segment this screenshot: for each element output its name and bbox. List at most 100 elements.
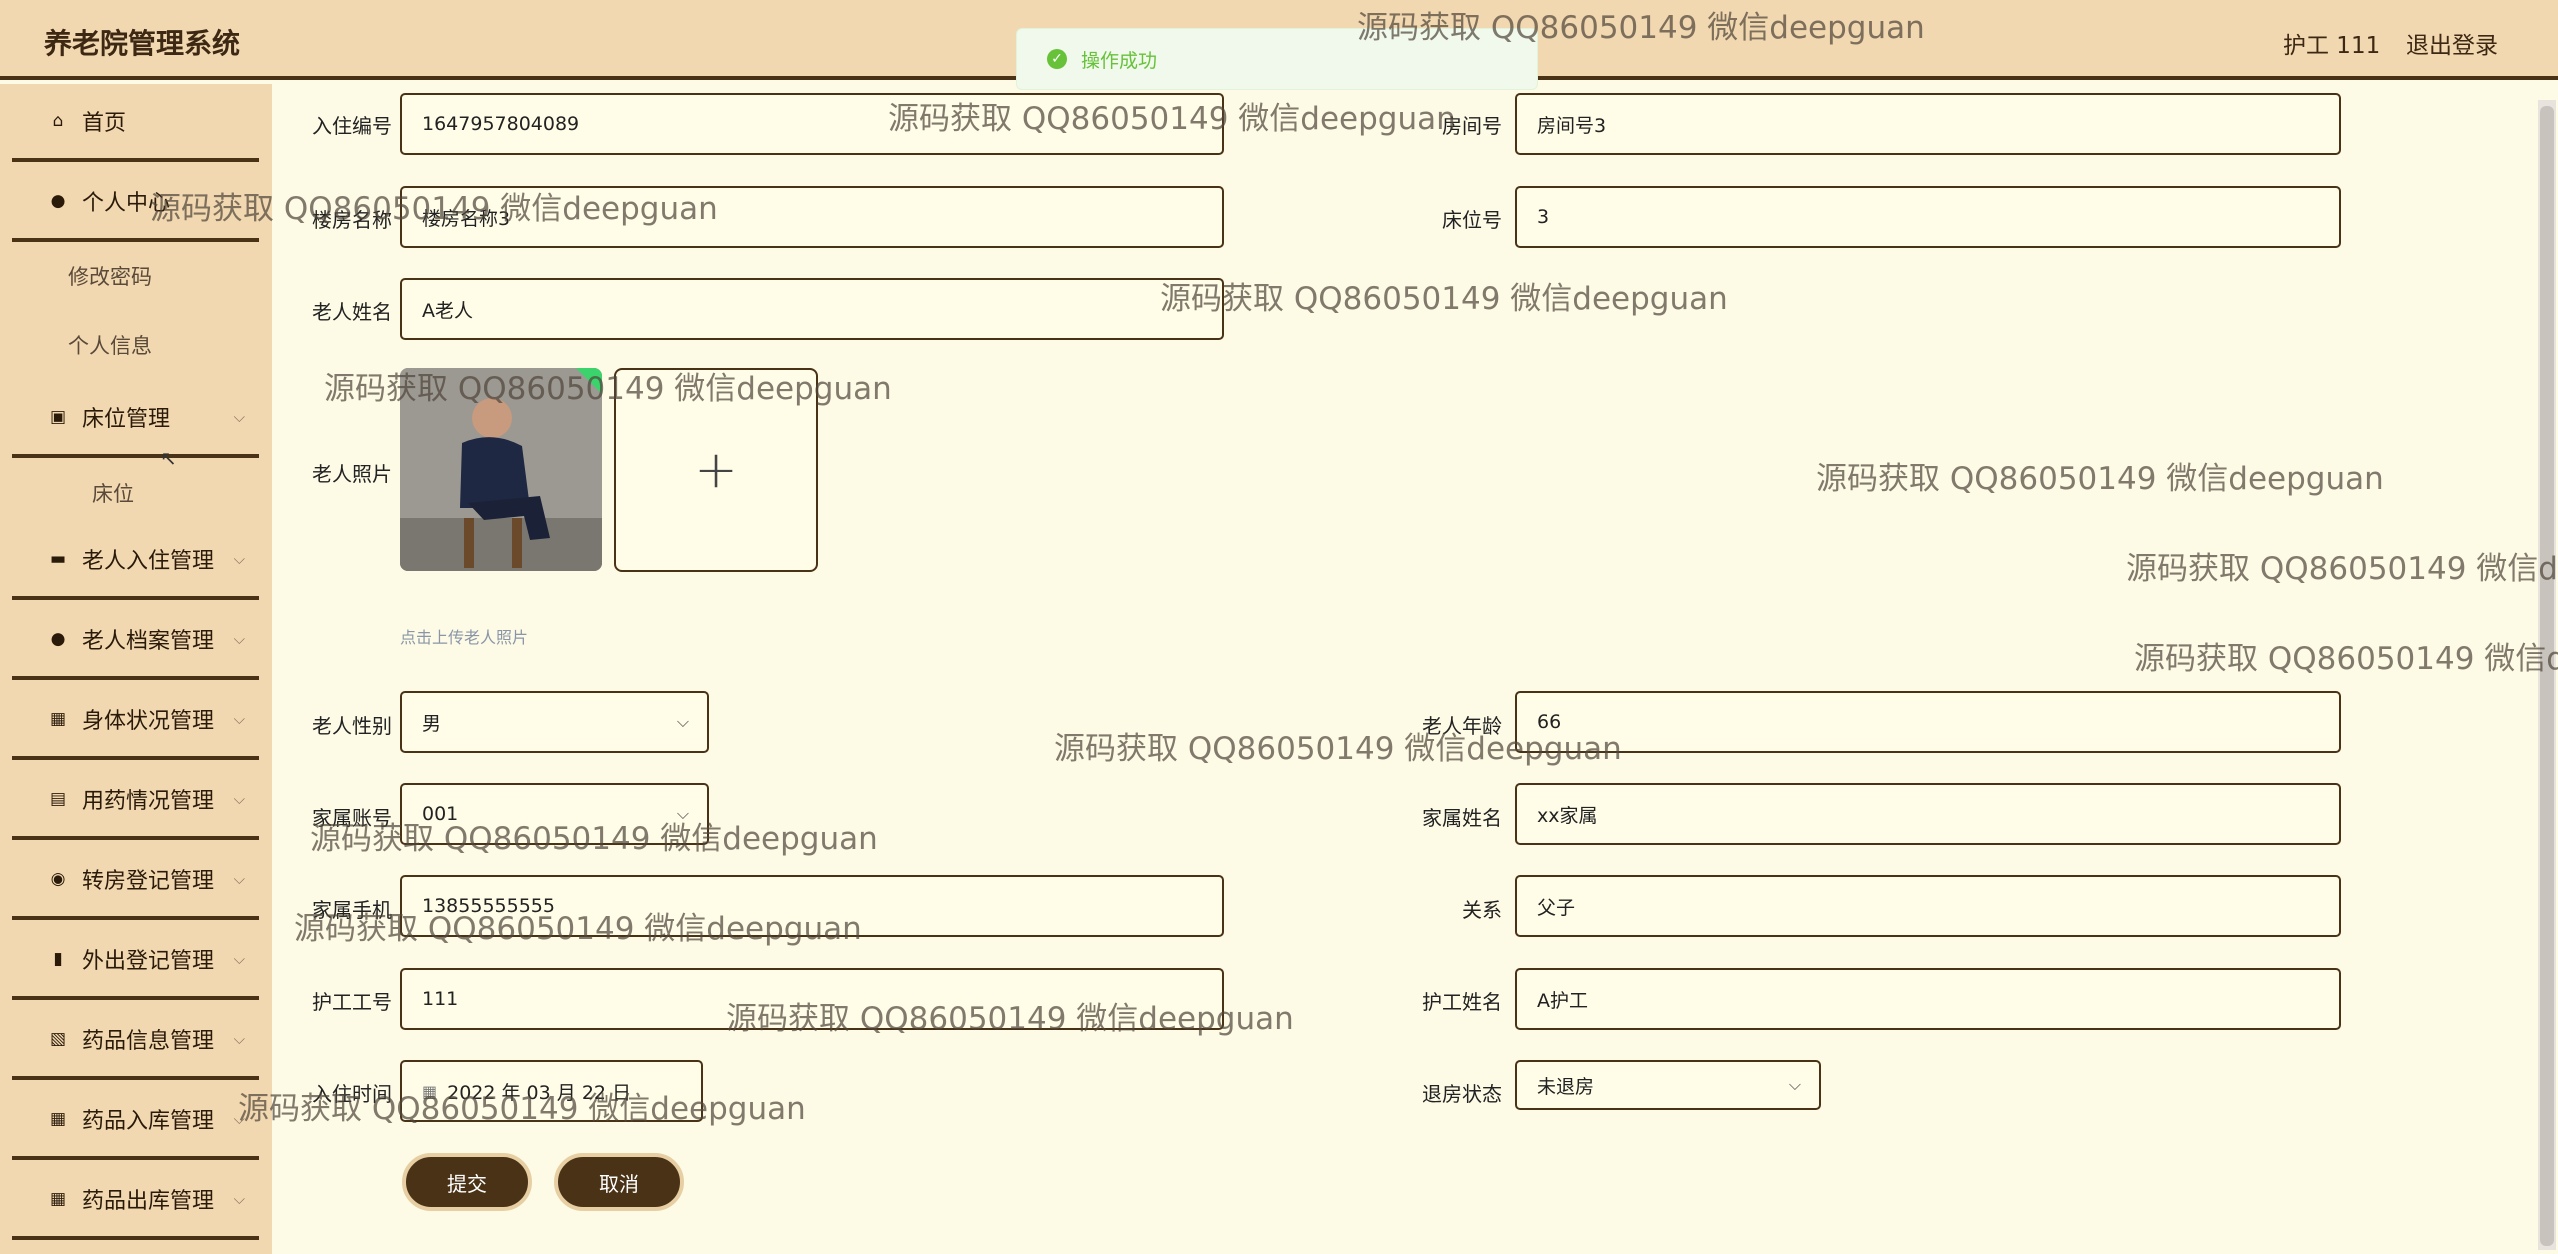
- chevron-down-icon: ⌵: [233, 630, 245, 648]
- chevron-down-icon: ⌵: [233, 408, 245, 426]
- age-field[interactable]: 66: [1515, 691, 2341, 753]
- sidebar-item-label: 身体状况管理: [82, 709, 215, 734]
- nurse-no-label: 护工工号: [312, 990, 392, 1014]
- checkin-time-picker[interactable]: ▦ 2022 年 03 月 22 日: [400, 1060, 703, 1122]
- bar-chart-icon: ▮: [53, 949, 63, 969]
- scrollbar-thumb[interactable]: [2540, 106, 2554, 1246]
- home-icon: ⌂: [52, 111, 64, 131]
- checkout-status-label: 退房状态: [1422, 1082, 1502, 1106]
- sidebar-item-health[interactable]: ▦ 身体状况管理 ⌵: [12, 682, 259, 760]
- bed-no-label: 床位号: [1442, 208, 1502, 232]
- nurse-no-field[interactable]: 111: [400, 968, 1224, 1030]
- chevron-down-icon: ⌵: [233, 790, 245, 808]
- check-circle-icon: ✓: [1047, 49, 1067, 69]
- checkout-status-select[interactable]: 未退房 ⌵: [1515, 1060, 1821, 1110]
- toast-message: 操作成功: [1081, 49, 1158, 72]
- elder-name-field[interactable]: A老人: [400, 278, 1224, 340]
- age-label: 老人年龄: [1422, 714, 1502, 738]
- checkout-status-value: 未退房: [1537, 1075, 1595, 1098]
- clipboard-icon: ▤: [49, 789, 67, 809]
- sidebar-item-label: 老人入住管理: [82, 549, 215, 574]
- checkin-no-field[interactable]: 1647957804089: [400, 93, 1224, 155]
- sidebar-item-outing[interactable]: ▮ 外出登记管理 ⌵: [12, 922, 259, 1000]
- grid-icon: ▦: [49, 1189, 67, 1209]
- building-field[interactable]: 楼房名称3: [400, 186, 1224, 248]
- sidebar-subitem-personal-info[interactable]: 个人信息: [68, 334, 152, 358]
- grid-icon: ▦: [49, 709, 67, 729]
- sidebar-item-drug-info[interactable]: ▧ 药品信息管理 ⌵: [12, 1002, 259, 1080]
- sidebar-item-label: 老人档案管理: [82, 629, 215, 654]
- elder-photo[interactable]: [400, 368, 602, 571]
- sidebar-item-label: 床位管理: [82, 407, 171, 432]
- gender-value: 男: [422, 712, 442, 735]
- chevron-down-icon: ⌵: [233, 950, 245, 968]
- chevron-down-icon: ⌵: [676, 804, 689, 823]
- sidebar-item-archive[interactable]: ● 老人档案管理 ⌵: [12, 602, 259, 680]
- sidebar-item-drug-out[interactable]: ▦ 药品出库管理 ⌵: [12, 1162, 259, 1240]
- logout-link[interactable]: 退出登录: [2406, 33, 2498, 59]
- sidebar-subitem-bed[interactable]: 床位: [92, 482, 134, 506]
- sidebar-item-label: 药品信息管理: [82, 1029, 215, 1054]
- chevron-down-icon: ⌵: [233, 1110, 245, 1128]
- room-no-field[interactable]: 房间号3: [1515, 93, 2341, 155]
- chevron-down-icon: ⌵: [1788, 1075, 1801, 1094]
- line-chart-icon: ▧: [49, 1029, 67, 1049]
- submit-button[interactable]: 提交: [402, 1153, 532, 1211]
- building-label: 楼房名称: [312, 208, 392, 232]
- chevron-down-icon: ⌵: [233, 870, 245, 888]
- sidebar-item-bed-management[interactable]: ▣ 床位管理 ⌵: [12, 380, 259, 458]
- success-toast: ✓ 操作成功: [1016, 28, 1538, 90]
- room-no-label: 房间号: [1442, 114, 1502, 138]
- sidebar-item-label: 首页: [82, 111, 127, 136]
- family-account-label: 家属账号: [312, 806, 392, 830]
- sidebar-item-medication[interactable]: ▤ 用药情况管理 ⌵: [12, 762, 259, 840]
- elder-photo-image: [400, 368, 602, 571]
- user-icon: ●: [50, 191, 66, 211]
- app-title: 养老院管理系统: [44, 27, 241, 60]
- photo-upload-button[interactable]: +: [614, 368, 818, 572]
- elder-photo-label: 老人照片: [312, 462, 392, 486]
- sidebar-subitem-change-password[interactable]: 修改密码: [68, 265, 152, 289]
- gender-label: 老人性别: [312, 714, 392, 738]
- family-name-label: 家属姓名: [1422, 806, 1502, 830]
- bed-no-field[interactable]: 3: [1515, 186, 2341, 248]
- briefcase-icon: ▣: [49, 407, 67, 427]
- relation-label: 关系: [1462, 898, 1502, 922]
- sidebar: ⌂ 首页 ● 个人中心 修改密码 个人信息 ▣ 床位管理 ⌵ 床位 ▬ 老人入住…: [0, 84, 272, 1254]
- nurse-name-label: 护工姓名: [1422, 990, 1502, 1014]
- family-name-field[interactable]: xx家属: [1515, 783, 2341, 845]
- nurse-name-field[interactable]: A护工: [1515, 968, 2341, 1030]
- mouse-cursor-icon: ↖: [160, 446, 177, 470]
- calendar-icon: ▦: [422, 1081, 438, 1101]
- sidebar-item-label: 外出登记管理: [82, 949, 215, 974]
- cancel-button[interactable]: 取消: [554, 1153, 684, 1211]
- sidebar-item-room-transfer[interactable]: ◉ 转房登记管理 ⌵: [12, 842, 259, 920]
- checkin-time-value: 2022 年 03 月 22 日: [447, 1081, 632, 1104]
- sidebar-item-drug-in[interactable]: ▦ 药品入库管理 ⌵: [12, 1082, 259, 1160]
- sidebar-item-home[interactable]: ⌂ 首页: [12, 84, 259, 162]
- chat-icon: ▬: [49, 549, 67, 569]
- gender-select[interactable]: 男 ⌵: [400, 691, 709, 753]
- current-user: 护工 111: [2283, 33, 2381, 59]
- family-account-select[interactable]: 001 ⌵: [400, 783, 709, 845]
- sidebar-item-label: 个人中心: [82, 191, 171, 216]
- photo-upload-hint: 点击上传老人照片: [400, 628, 529, 647]
- family-account-value: 001: [422, 803, 459, 825]
- relation-field[interactable]: 父子: [1515, 875, 2341, 937]
- sidebar-item-label: 转房登记管理: [82, 869, 215, 894]
- chevron-down-icon: ⌵: [233, 550, 245, 568]
- sidebar-item-checkin[interactable]: ▬ 老人入住管理 ⌵: [12, 522, 259, 600]
- sidebar-item-personal-center[interactable]: ● 个人中心: [12, 164, 259, 242]
- chevron-down-icon: ⌵: [233, 1030, 245, 1048]
- sidebar-item-label: 用药情况管理: [82, 789, 215, 814]
- elder-name-label: 老人姓名: [312, 300, 392, 324]
- checkin-time-label: 入住时间: [312, 1082, 392, 1106]
- chevron-down-icon: ⌵: [233, 1190, 245, 1208]
- grid-icon: ▦: [49, 1109, 67, 1129]
- family-phone-field[interactable]: 13855555555: [400, 875, 1224, 937]
- family-phone-label: 家属手机: [312, 898, 392, 922]
- checkin-form: 入住编号 1647957804089 房间号 房间号3 楼房名称 楼房名称3 床…: [272, 84, 2558, 1254]
- chevron-down-icon: ⌵: [676, 712, 689, 731]
- pin-icon: ◉: [50, 869, 66, 889]
- chevron-down-icon: ⌵: [233, 710, 245, 728]
